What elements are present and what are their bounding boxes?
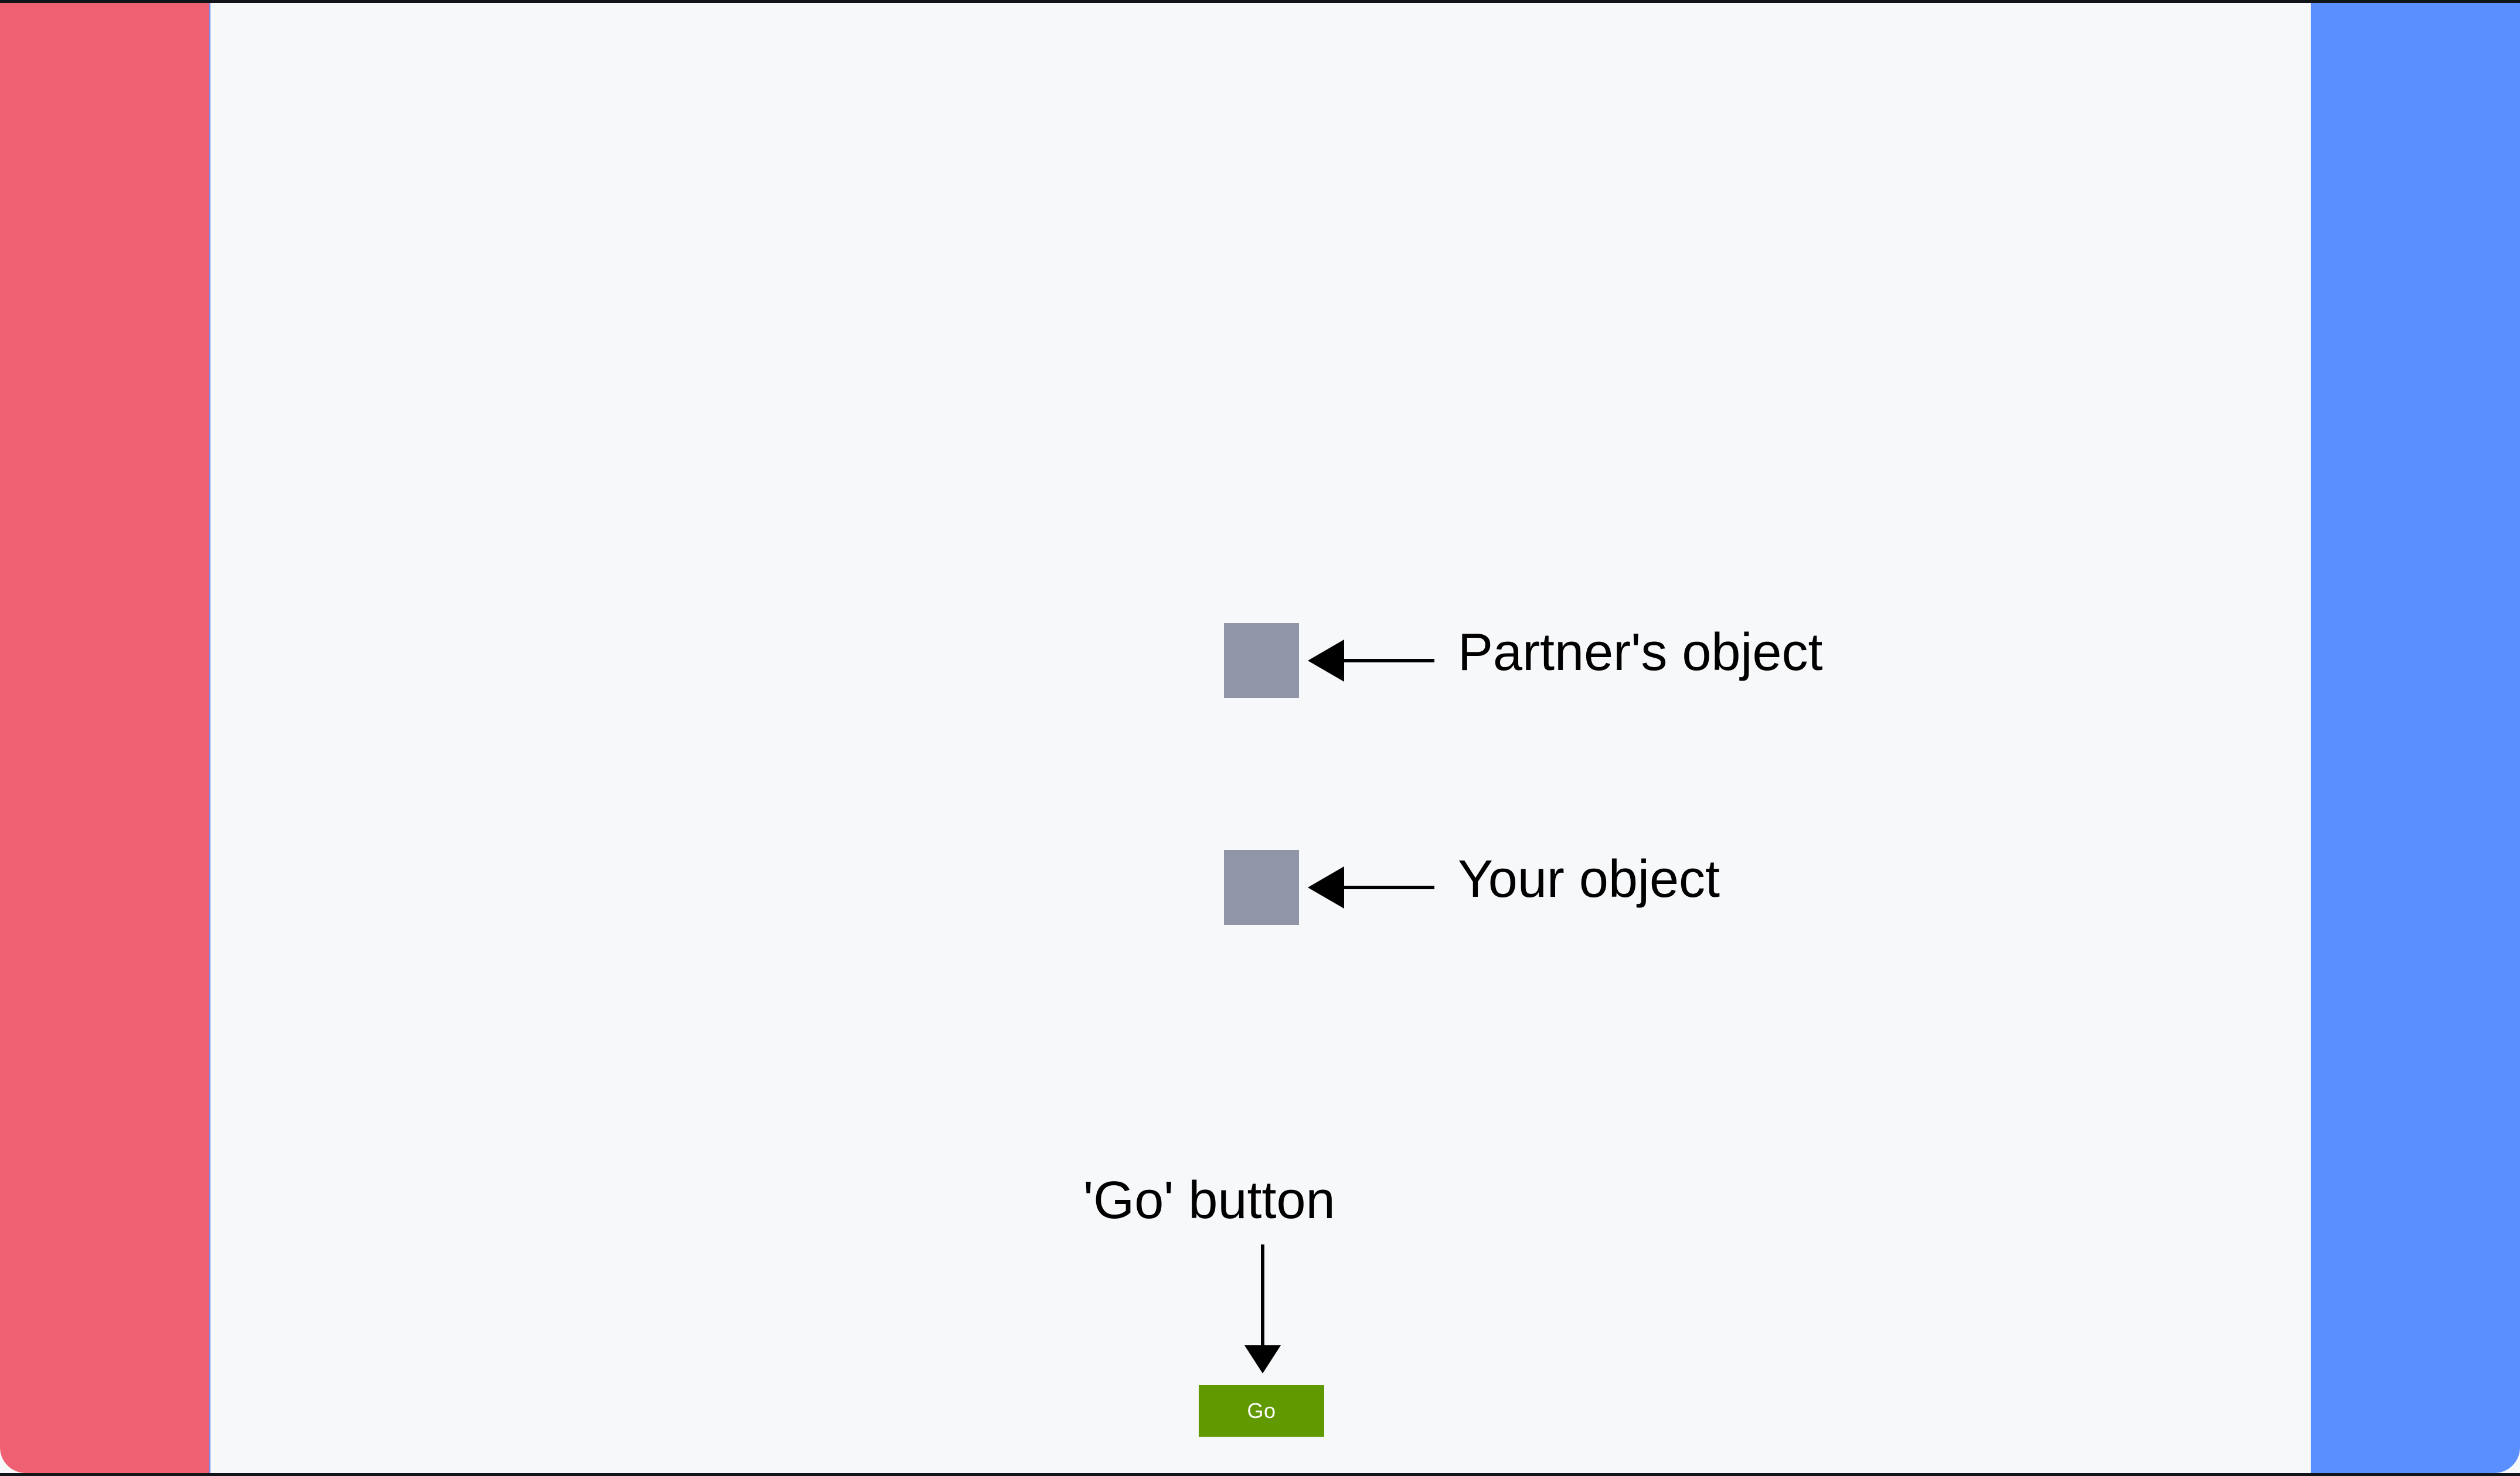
go-button[interactable]: Go xyxy=(1199,1385,1324,1437)
window-top-edge xyxy=(0,0,2520,3)
panel-separator xyxy=(209,3,210,1473)
your-object-tile[interactable] xyxy=(1224,850,1299,925)
partner-side-panel xyxy=(0,3,210,1473)
arrow-left-icon xyxy=(1308,640,1434,682)
arrow-down-icon xyxy=(1244,1244,1281,1373)
partner-object-tile[interactable] xyxy=(1224,623,1299,698)
your-side-panel xyxy=(2311,3,2520,1473)
arrow-left-icon xyxy=(1308,866,1434,909)
game-board: Partner's object Your object 'Go' button… xyxy=(210,3,2311,1473)
partner-object-label: Partner's object xyxy=(1458,623,1823,682)
your-object-label: Your object xyxy=(1458,850,1720,909)
go-button-text: Go xyxy=(1247,1399,1276,1423)
window-bottom-edge xyxy=(0,1473,2520,1476)
go-button-annotation-label: 'Go' button xyxy=(1083,1171,1335,1230)
